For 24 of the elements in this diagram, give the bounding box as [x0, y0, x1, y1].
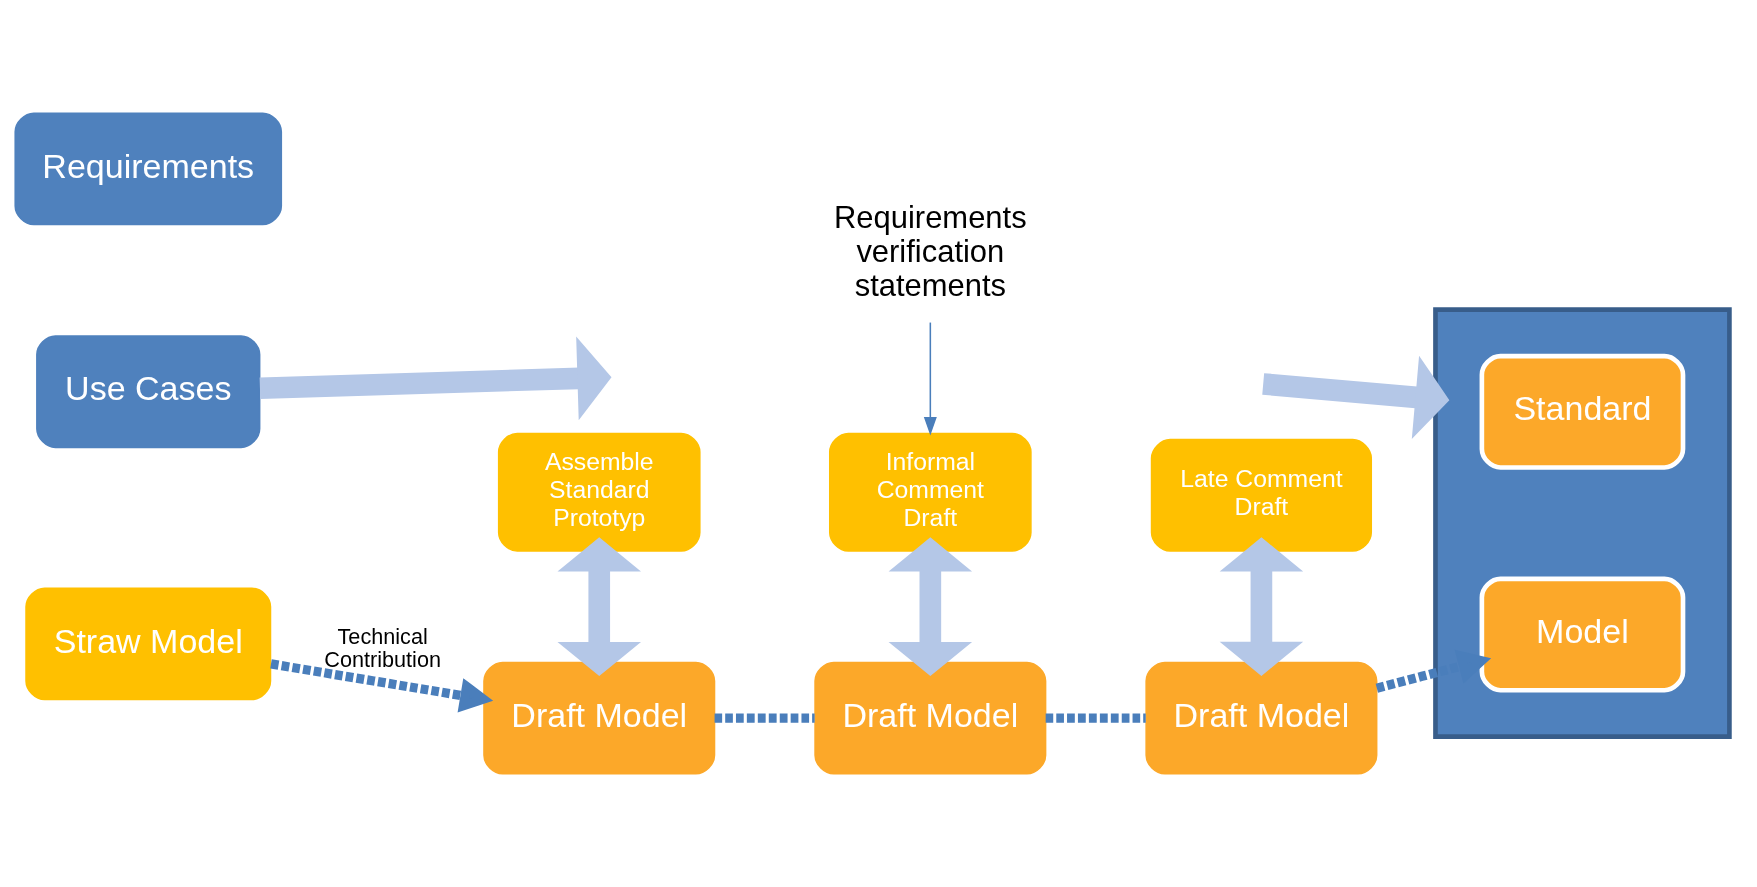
node-box: Model	[1479, 576, 1686, 693]
node-box: Late Comment Draft	[1150, 438, 1373, 552]
node-box: Draft Model	[483, 661, 716, 775]
arrow	[270, 659, 494, 713]
arrow	[923, 321, 937, 436]
arrow	[557, 537, 642, 677]
edge-label: Technical Contribution	[324, 624, 441, 673]
node-text: Requirements verification statements	[834, 199, 1027, 303]
cluster	[1433, 307, 1732, 739]
node-box: Draft Model	[814, 661, 1047, 775]
node-box: Standard	[1479, 353, 1686, 470]
arrow	[888, 537, 973, 677]
node-box: Assemble Standard Prototyp	[497, 432, 701, 552]
node-box: Informal Comment Draft	[829, 432, 1032, 552]
connector	[1045, 713, 1146, 723]
node-box: Use Cases	[36, 335, 261, 449]
node-box: Draft Model	[1145, 661, 1378, 775]
arrow	[259, 336, 612, 421]
arrow	[1219, 537, 1304, 676]
connector	[714, 713, 815, 723]
node-box: Straw Model	[25, 587, 272, 701]
arrow	[1262, 355, 1450, 439]
arrow	[1375, 649, 1492, 693]
node-box: Requirements	[14, 112, 283, 226]
